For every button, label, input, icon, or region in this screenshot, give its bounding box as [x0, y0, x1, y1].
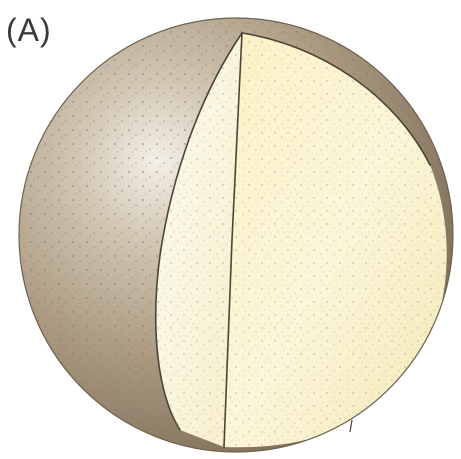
tick-mark — [350, 420, 352, 432]
